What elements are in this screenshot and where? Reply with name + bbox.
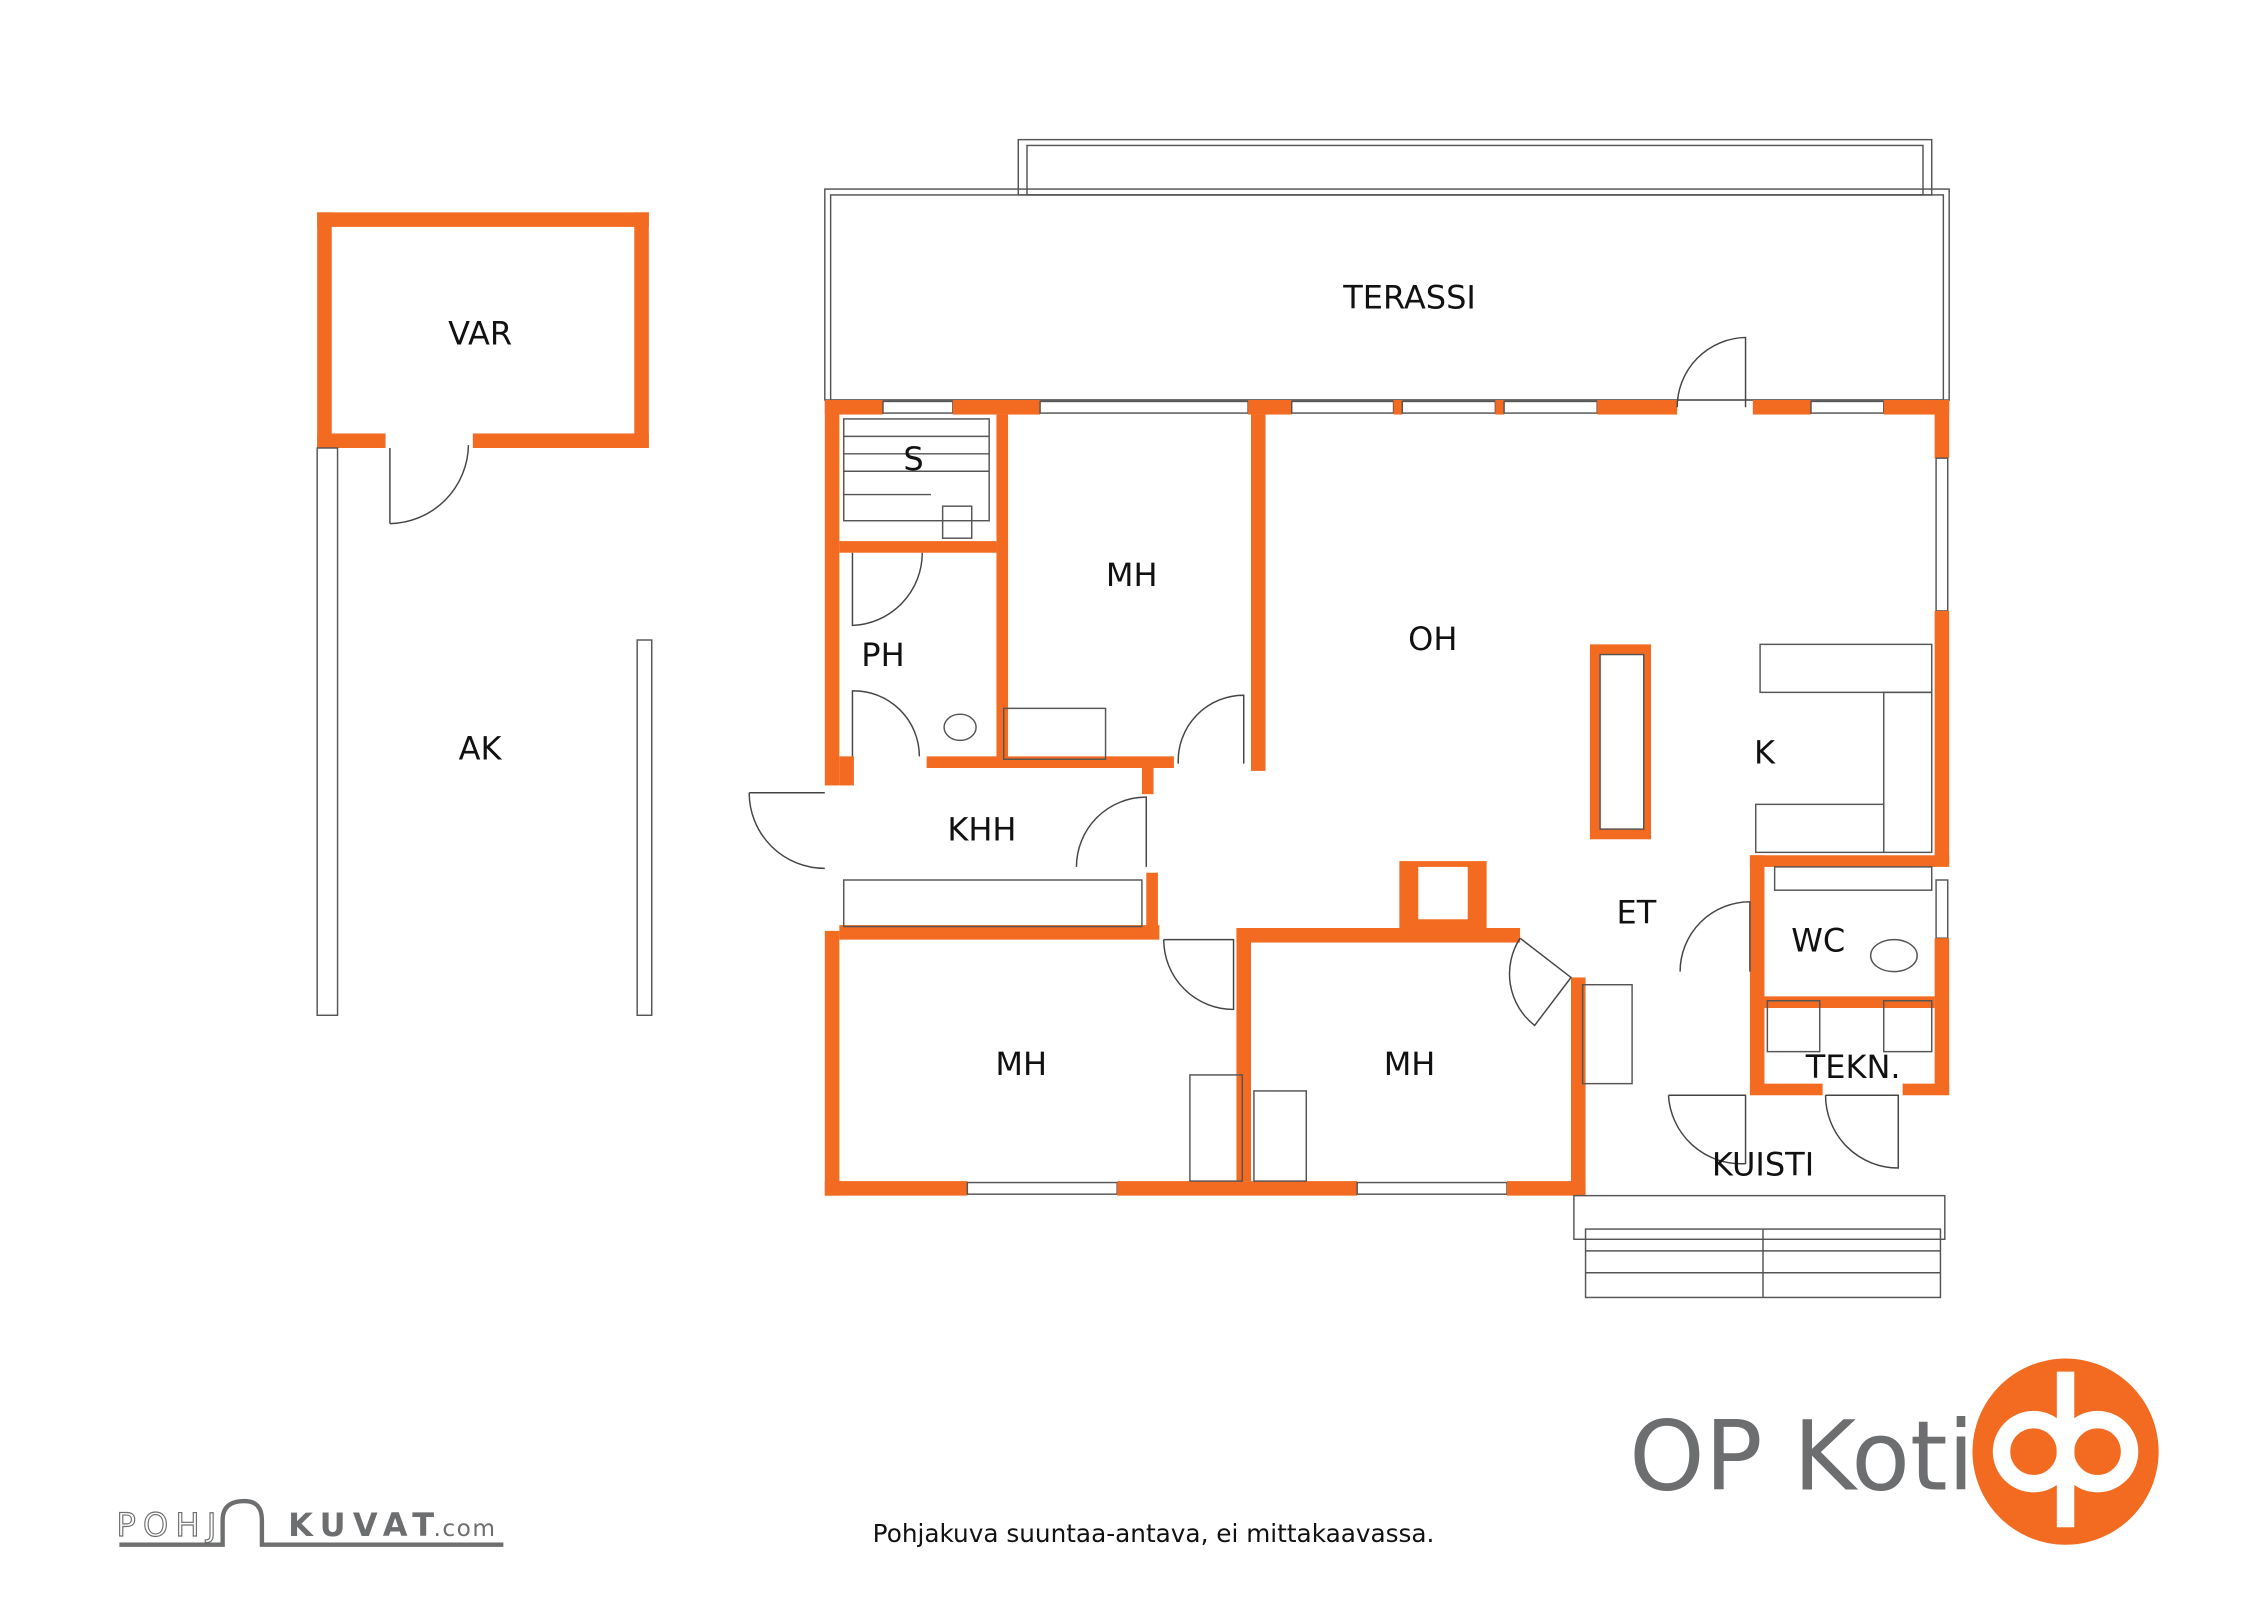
op-koti-logo: OP Koti xyxy=(1629,1358,2159,1545)
room-label-et: ET xyxy=(1617,894,1657,932)
svg-text:.com: .com xyxy=(434,1515,497,1542)
room-label-mh-2: MH xyxy=(995,1045,1047,1083)
house-walls xyxy=(824,336,1950,1196)
room-label-mh-1: MH xyxy=(1106,556,1158,594)
room-label-ak: AK xyxy=(459,729,503,767)
room-label-oh: OH xyxy=(1408,620,1457,658)
fixtures xyxy=(748,418,1946,1299)
room-label-kuisti: KUISTI xyxy=(1712,1145,1814,1183)
storage-walls xyxy=(317,212,649,525)
room-label-k: K xyxy=(1754,734,1776,772)
pohjakuvat-logo: POHJ KUVAT .com xyxy=(116,1498,504,1547)
svg-text:POHJ: POHJ xyxy=(116,1506,223,1544)
room-label-mh-3: MH xyxy=(1384,1045,1436,1083)
disclaimer: Pohjakuva suuntaa-antava, ei mittakaavas… xyxy=(873,1519,1435,1548)
room-label-wc: WC xyxy=(1791,921,1845,959)
room-label-tekn: TEKN. xyxy=(1805,1048,1901,1086)
svg-text:KUVAT: KUVAT xyxy=(288,1506,441,1544)
terrace xyxy=(824,138,1950,401)
room-label-terassi: TERASSI xyxy=(1342,278,1476,316)
svg-text:OP Koti: OP Koti xyxy=(1629,1400,1974,1512)
room-label-ph: PH xyxy=(861,636,904,674)
room-label-s: S xyxy=(903,440,923,478)
room-label-var: VAR xyxy=(448,315,512,353)
room-label-khh: KHH xyxy=(947,811,1016,849)
carport xyxy=(316,447,653,1016)
